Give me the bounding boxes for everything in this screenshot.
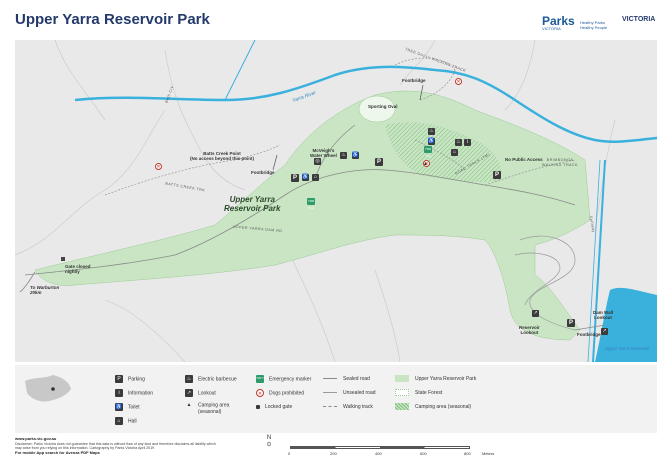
legend-dogs: ✕Dogs prohibited (256, 389, 305, 397)
parking-icon[interactable]: P (375, 158, 383, 166)
bbq-icon[interactable]: ♨ (340, 152, 347, 159)
locked-gate-marker (61, 257, 65, 261)
legend-sealed-road: Sealed road (323, 375, 370, 383)
emergency-marker-icon: YRR 712 (256, 375, 266, 383)
water-wheel-icon[interactable]: ◎ (314, 158, 321, 165)
parking-icon[interactable]: P (291, 174, 299, 182)
map-title: Upper Yarra Reservoir Park (15, 11, 210, 28)
scale-bar: 0 200 400 600 800 Meters (288, 438, 494, 462)
legend-camping: ▲Camping area(seasonal) (186, 402, 230, 415)
lookout-icon: ↗ (185, 389, 193, 397)
hall-icon[interactable]: ⌂ (312, 174, 319, 181)
emergency-marker-icon[interactable]: YRR 712 (307, 198, 315, 210)
legend-bbq: ♨Electric barbecue (185, 375, 237, 383)
sporting-oval (358, 95, 396, 123)
scale-tick: 400 (375, 451, 382, 456)
lookout-icon[interactable]: ↗ (532, 310, 539, 317)
scale-tick: 600 (420, 451, 427, 456)
legend-locked-gate: Locked gate (256, 403, 292, 411)
toilet-icon: ♿ (115, 403, 123, 411)
camping-icon[interactable]: ▲ (423, 161, 428, 167)
information-icon: i (115, 389, 123, 397)
batts-creek-point-label: Batts Creek Point(No access beyond this … (190, 151, 255, 161)
footbridge-bottom-label: Footbridge (577, 332, 601, 337)
locator-map (25, 375, 71, 402)
legend-unsealed-road: Unsealed road (323, 389, 376, 397)
dogs-prohibited-icon: ✕ (256, 389, 264, 397)
toilet-icon[interactable]: ♿ (302, 174, 309, 181)
bbq-icon: ♨ (185, 375, 193, 383)
parking-icon[interactable]: P (493, 171, 501, 179)
emergency-marker-icon[interactable]: YRR 712 (424, 146, 432, 158)
footer: www.parks.vic.gov.au Disclaimer: Parks V… (15, 436, 216, 455)
toilet-icon[interactable]: ♿ (428, 138, 435, 145)
footbridge-left-label: Footbridge (251, 170, 275, 175)
legend-hall: ⌂Hall (115, 417, 137, 425)
scale-bar-graphic (290, 446, 470, 449)
reservoir-water (595, 287, 657, 362)
dogs-prohibited-icon: ✕ (455, 78, 462, 85)
bbq-icon[interactable]: ♨ (428, 128, 435, 135)
scale-tick: 800 (464, 451, 471, 456)
spillway (592, 159, 606, 362)
sporting-oval-label: Sporting Oval (368, 104, 398, 109)
yarra-river (74, 65, 657, 143)
scale-tick: 0 (288, 451, 291, 456)
reservoir-label: Upper Yarra Reservoir (605, 346, 650, 351)
no-public-access-label: No Public Access (505, 157, 543, 162)
lookout-icon[interactable]: ↗ (601, 328, 608, 335)
legend-toilet: ♿Toilet (115, 403, 140, 411)
parking-icon: P (115, 375, 123, 383)
information-icon[interactable]: i (464, 139, 471, 146)
map-canvas (15, 40, 657, 362)
locked-gate-icon (256, 404, 260, 409)
bbq-icon[interactable]: ♨ (455, 139, 462, 146)
legend-walking-track: Walking track (323, 403, 373, 411)
hall-icon: ⌂ (115, 417, 123, 425)
legend-lookout: ↗Lookout (185, 389, 216, 397)
dogs-prohibited-icon: ✕ (423, 160, 430, 167)
camping-area (385, 122, 502, 183)
scale-tick: 200 (330, 451, 337, 456)
scale-unit: Meters (482, 451, 495, 456)
toilet-icon[interactable]: ♿ (352, 152, 359, 159)
north-arrow-icon: N⊙ (266, 435, 272, 448)
footer-url[interactable]: www.parks.vic.gov.au (15, 436, 57, 441)
legend-state-forest: State Forest (395, 389, 442, 397)
legend-camping-seasonal: Camping area (seasonal) (395, 403, 471, 411)
parking-icon[interactable]: P (567, 319, 575, 327)
dogs-prohibited-icon: ✕ (155, 163, 162, 170)
hall-icon[interactable]: ⌂ (451, 149, 458, 156)
victoria-logo: VICTORIA (622, 16, 656, 23)
camping-icon: ▲ (186, 402, 192, 408)
footbridge-top-label: Footbridge (402, 78, 426, 83)
legend-park-area: Upper Yarra Reservoir Park (395, 375, 476, 383)
